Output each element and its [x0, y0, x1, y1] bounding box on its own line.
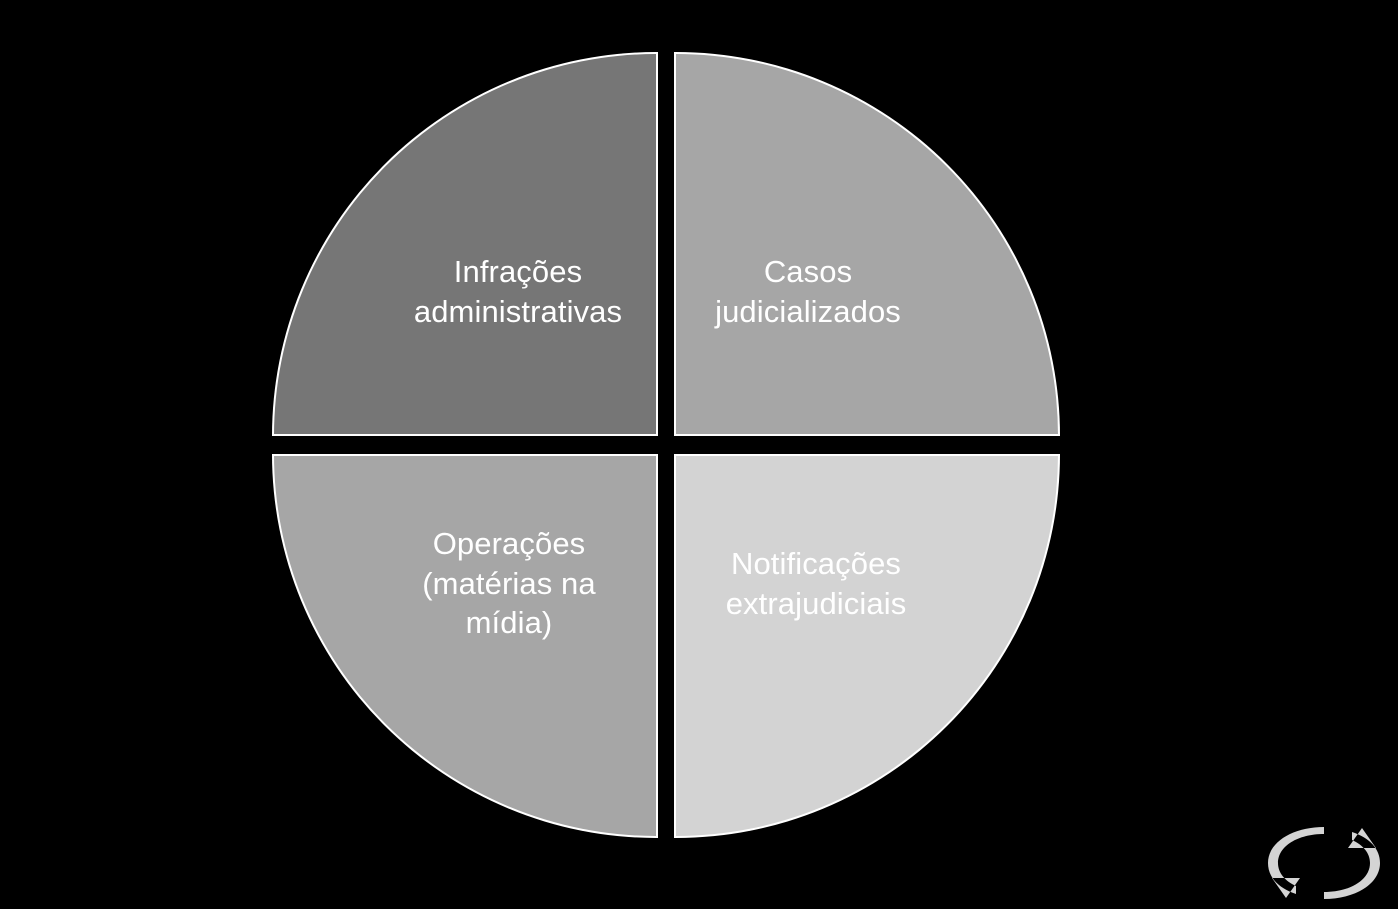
cycle-arrows-icon	[1268, 827, 1380, 899]
quadrant-top-left[interactable]: Infrações administrativas	[272, 52, 658, 436]
quadrant-top-right[interactable]: Casos judicializados	[674, 52, 1060, 436]
quadrant-label-casos-judicializados: Casos judicializados	[715, 254, 901, 329]
quadrant-bottom-right[interactable]: Notificações extrajudiciais	[674, 454, 1060, 838]
quadrant-circle-diagram: Infrações administrativas Casos judicial…	[272, 52, 1060, 838]
quadrant-label-infracoes-administrativas: Infrações administrativas	[413, 254, 623, 329]
quadrant-bottom-left[interactable]: Operações (matérias na mídia)	[272, 454, 658, 838]
quadrant-label-operacoes-materias-na-midia: Operações (matérias na mídia)	[422, 526, 596, 641]
quadrant-label-notificacoes-extrajudiciais: Notificações extrajudiciais	[725, 546, 907, 621]
